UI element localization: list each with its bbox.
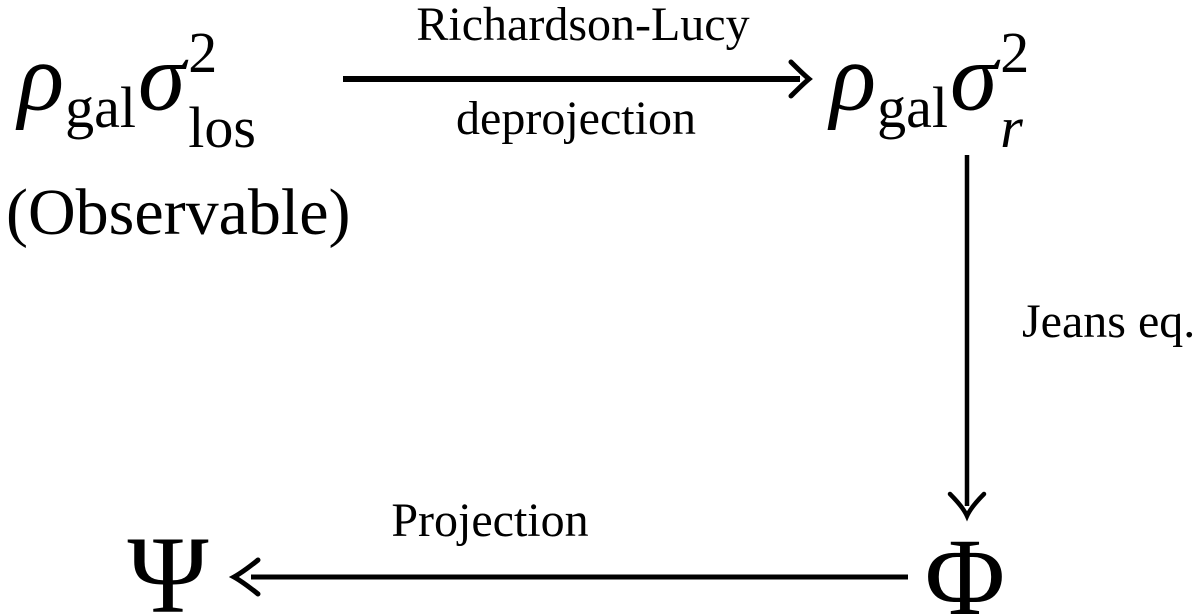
arrow-label-projection: Projection (391, 494, 589, 547)
arrow-label-jeans-eq: Jeans eq. (1022, 295, 1196, 348)
sigma-symbol: σ (137, 23, 186, 131)
superscript-2: 2 (1000, 20, 1030, 85)
node-psi: Ψ (127, 514, 209, 616)
r-subscript: r (1000, 95, 1023, 161)
observable-note: (Observable) (6, 176, 351, 249)
arrow-label-deprojection: deprojection (456, 92, 696, 145)
superscript-2: 2 (188, 20, 218, 85)
arrow-projection-left (228, 557, 908, 597)
gal-subscript: gal (65, 75, 136, 141)
arrow-richardson-lucy-right (343, 59, 813, 99)
arrow-label-richardson-lucy: Richardson-Lucy (416, 0, 750, 51)
arrow-jeans-down (947, 155, 987, 522)
gal-subscript: gal (877, 75, 948, 141)
rho-symbol: ρ (830, 23, 877, 131)
rho-symbol: ρ (18, 23, 65, 131)
sigma-sup-sub-stack: 2 los (188, 15, 256, 166)
los-subscript: los (188, 95, 256, 161)
node-phi: Φ (924, 516, 1006, 616)
sigma-symbol: σ (949, 23, 998, 131)
